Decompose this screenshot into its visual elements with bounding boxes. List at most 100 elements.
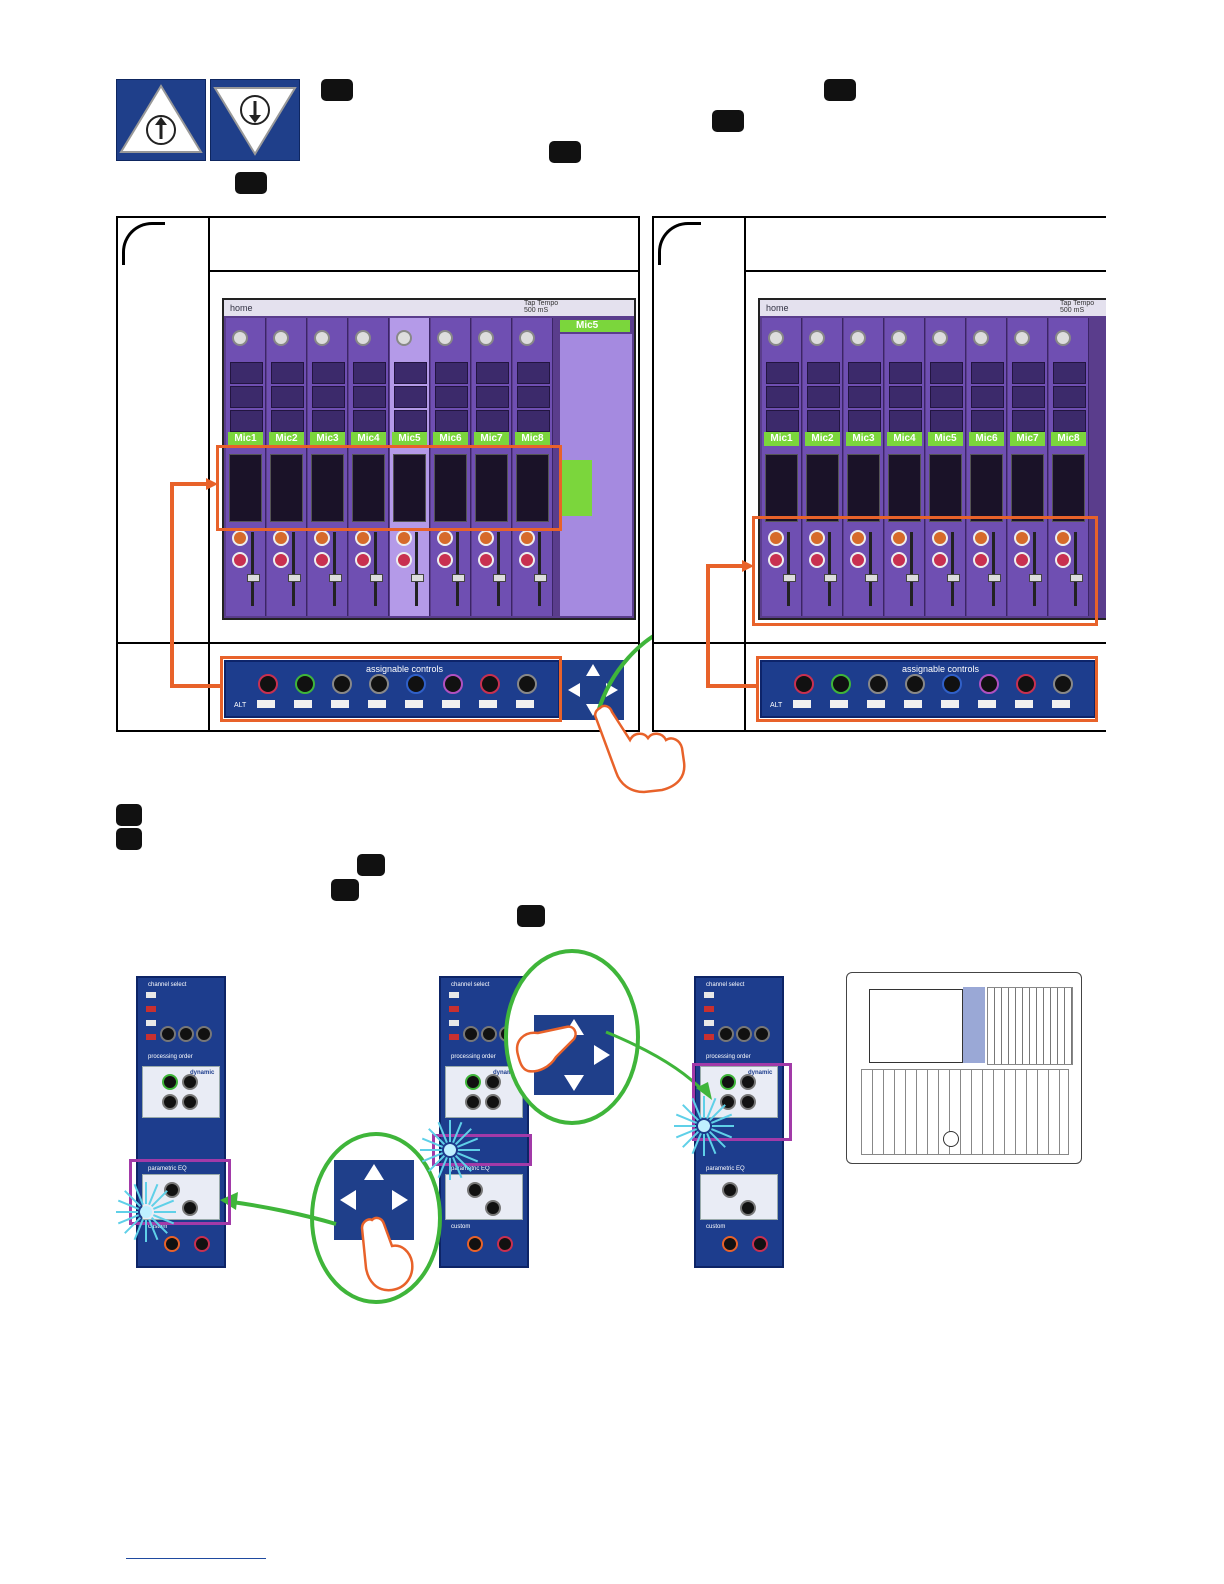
channel-strip[interactable]: Mic7 [472, 318, 512, 616]
panel-knob[interactable] [182, 1094, 198, 1110]
gain-knob[interactable] [891, 330, 907, 346]
processing-block[interactable] [971, 410, 1004, 432]
assignable-knob[interactable] [1016, 674, 1036, 694]
channel-strip[interactable]: Mic8 [513, 318, 553, 616]
assignable-button[interactable] [368, 700, 386, 708]
send-knob[interactable] [519, 530, 535, 546]
send-knob[interactable] [314, 530, 330, 546]
panel-button[interactable] [449, 1006, 459, 1012]
panel-knob[interactable] [722, 1182, 738, 1198]
gain-knob[interactable] [355, 330, 371, 346]
send-knob[interactable] [1055, 552, 1071, 568]
panel-button[interactable] [704, 992, 714, 998]
panel-button[interactable] [704, 1006, 714, 1012]
assignable-knob[interactable] [831, 674, 851, 694]
gain-knob[interactable] [273, 330, 289, 346]
processing-block[interactable] [517, 362, 550, 384]
send-knob[interactable] [850, 530, 866, 546]
processing-block[interactable] [807, 362, 840, 384]
gain-knob[interactable] [973, 330, 989, 346]
panel-knob[interactable] [196, 1026, 212, 1042]
processing-block[interactable] [271, 386, 304, 408]
assignable-knob[interactable] [332, 674, 352, 694]
send-knob[interactable] [1014, 530, 1030, 546]
send-knob[interactable] [355, 552, 371, 568]
channel-strip[interactable]: Mic2 [803, 318, 843, 616]
assignable-button[interactable] [941, 700, 959, 708]
send-knob[interactable] [850, 552, 866, 568]
send-knob[interactable] [232, 552, 248, 568]
fader-track[interactable] [292, 532, 295, 606]
processing-block[interactable] [353, 410, 386, 432]
fader-cap[interactable] [370, 574, 383, 582]
panel-knob[interactable] [467, 1182, 483, 1198]
channel-strip[interactable]: Mic6 [967, 318, 1007, 616]
processing-block[interactable] [807, 386, 840, 408]
processing-block[interactable] [848, 410, 881, 432]
send-knob[interactable] [396, 530, 412, 546]
channel-strip[interactable]: Mic1 [226, 318, 266, 616]
gain-knob[interactable] [809, 330, 825, 346]
panel-knob[interactable] [182, 1200, 198, 1216]
processing-block[interactable] [807, 410, 840, 432]
gain-knob[interactable] [768, 330, 784, 346]
fader-track[interactable] [538, 532, 541, 606]
processing-block[interactable] [517, 386, 550, 408]
assignable-button[interactable] [1015, 700, 1033, 708]
processing-block[interactable] [889, 410, 922, 432]
panel-knob[interactable] [164, 1182, 180, 1198]
processing-block[interactable] [435, 362, 468, 384]
send-knob[interactable] [1014, 552, 1030, 568]
fader-track[interactable] [951, 532, 954, 606]
processing-block[interactable] [930, 362, 963, 384]
assignable-button[interactable] [978, 700, 996, 708]
assignable-knob[interactable] [480, 674, 500, 694]
assignable-knob[interactable] [979, 674, 999, 694]
send-knob[interactable] [973, 530, 989, 546]
processing-block[interactable] [230, 386, 263, 408]
fader-track[interactable] [1074, 532, 1077, 606]
processing-block[interactable] [394, 410, 427, 432]
gain-knob[interactable] [478, 330, 494, 346]
channel-strip[interactable]: Mic5 [390, 318, 430, 616]
processing-block[interactable] [517, 410, 550, 432]
fader-track[interactable] [333, 532, 336, 606]
send-knob[interactable] [932, 530, 948, 546]
panel-knob[interactable] [740, 1200, 756, 1216]
assignable-knob[interactable] [794, 674, 814, 694]
panel-knob[interactable] [754, 1026, 770, 1042]
send-knob[interactable] [932, 552, 948, 568]
fader-track[interactable] [374, 532, 377, 606]
fader-track[interactable] [497, 532, 500, 606]
processing-block[interactable] [766, 362, 799, 384]
channel-strip[interactable]: Mic4 [349, 318, 389, 616]
gain-knob[interactable] [932, 330, 948, 346]
nav-keypad[interactable] [562, 660, 624, 720]
fader-cap[interactable] [906, 574, 919, 582]
panel-knob[interactable] [467, 1236, 483, 1252]
panel-button[interactable] [146, 992, 156, 998]
fader-cap[interactable] [247, 574, 260, 582]
processing-block[interactable] [766, 410, 799, 432]
processing-block[interactable] [1012, 362, 1045, 384]
panel-button[interactable] [449, 1034, 459, 1040]
send-knob[interactable] [973, 552, 989, 568]
fader-cap[interactable] [288, 574, 301, 582]
assignable-button[interactable] [516, 700, 534, 708]
fader-cap[interactable] [865, 574, 878, 582]
processing-block[interactable] [394, 362, 427, 384]
processing-block[interactable] [930, 410, 963, 432]
processing-block[interactable] [230, 362, 263, 384]
processing-block[interactable] [476, 362, 509, 384]
panel-knob[interactable] [194, 1236, 210, 1252]
fader-cap[interactable] [783, 574, 796, 582]
processing-block[interactable] [1012, 410, 1045, 432]
gain-knob[interactable] [519, 330, 535, 346]
channel-strip[interactable]: Mic6 [431, 318, 471, 616]
fader-track[interactable] [992, 532, 995, 606]
send-knob[interactable] [809, 530, 825, 546]
assignable-knob[interactable] [258, 674, 278, 694]
processing-block[interactable] [766, 386, 799, 408]
send-knob[interactable] [519, 552, 535, 568]
processing-block[interactable] [353, 386, 386, 408]
